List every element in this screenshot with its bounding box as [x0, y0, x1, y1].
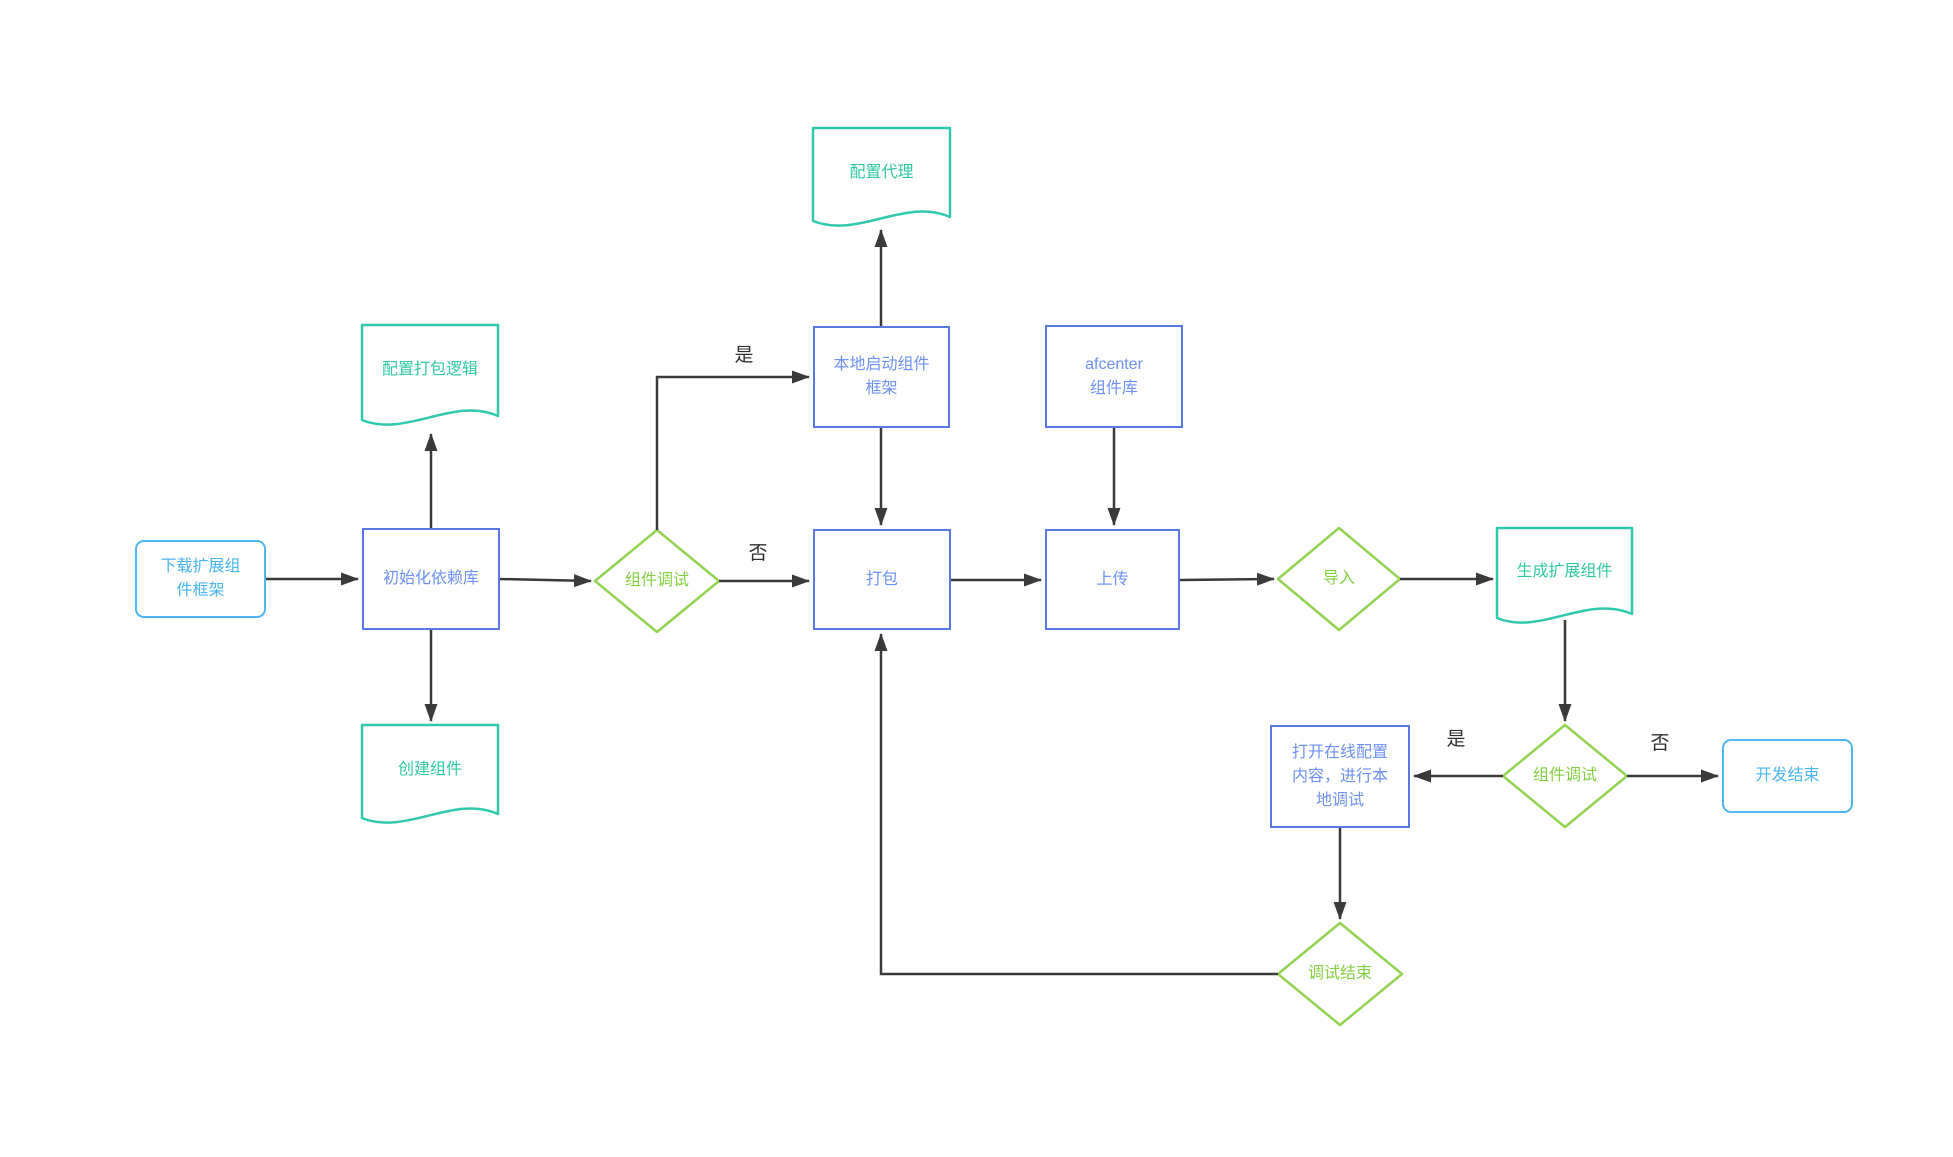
document-proxy [811, 126, 952, 227]
branch-label-yes-2: 是 [1446, 729, 1466, 750]
node-init-dependency-label: 初始化依赖库 [382, 570, 479, 587]
node-upload-label: 上传 [1096, 570, 1129, 588]
node-upload: 上传 [1045, 529, 1180, 630]
branch-label-no-2: 否 [1650, 733, 1670, 754]
diamond-component-debug-2 [1501, 723, 1629, 829]
document-create-component [360, 723, 500, 824]
node-download-framework: 下载扩展组 件框架 [135, 540, 266, 618]
node-open-online-config-label: 打开在线配置 内容，进行本 地调试 [1291, 743, 1388, 809]
node-afcenter-library: afcenter 组件库 [1045, 325, 1183, 428]
node-package-label: 打包 [865, 570, 898, 588]
diamond-import [1276, 526, 1402, 632]
document-package-logic [360, 323, 500, 426]
node-dev-end: 开发结束 [1722, 739, 1853, 813]
connector-debug1-local-start-yes [655, 370, 810, 530]
connector-upload-import [1179, 572, 1275, 586]
connector-debug-end-package-loop [874, 633, 1278, 976]
node-init-dependency: 初始化依赖库 [362, 528, 500, 630]
document-generate [1495, 526, 1634, 624]
diamond-component-debug-1 [593, 528, 721, 634]
node-afcenter-library-label: afcenter 组件库 [1085, 355, 1143, 397]
diamond-debug-end [1276, 921, 1404, 1027]
branch-label-yes-1: 是 [734, 345, 754, 366]
node-package: 打包 [813, 529, 951, 630]
node-local-start-framework: 本地启动组件 框架 [813, 326, 950, 428]
node-download-framework-label: 下载扩展组 件框架 [160, 558, 241, 599]
branch-label-no-1: 否 [748, 543, 768, 564]
node-local-start-framework-label: 本地启动组件 框架 [833, 356, 930, 397]
node-open-online-config: 打开在线配置 内容，进行本 地调试 [1270, 725, 1410, 828]
connector-init-debug1 [499, 574, 592, 588]
node-dev-end-label: 开发结束 [1755, 767, 1820, 784]
